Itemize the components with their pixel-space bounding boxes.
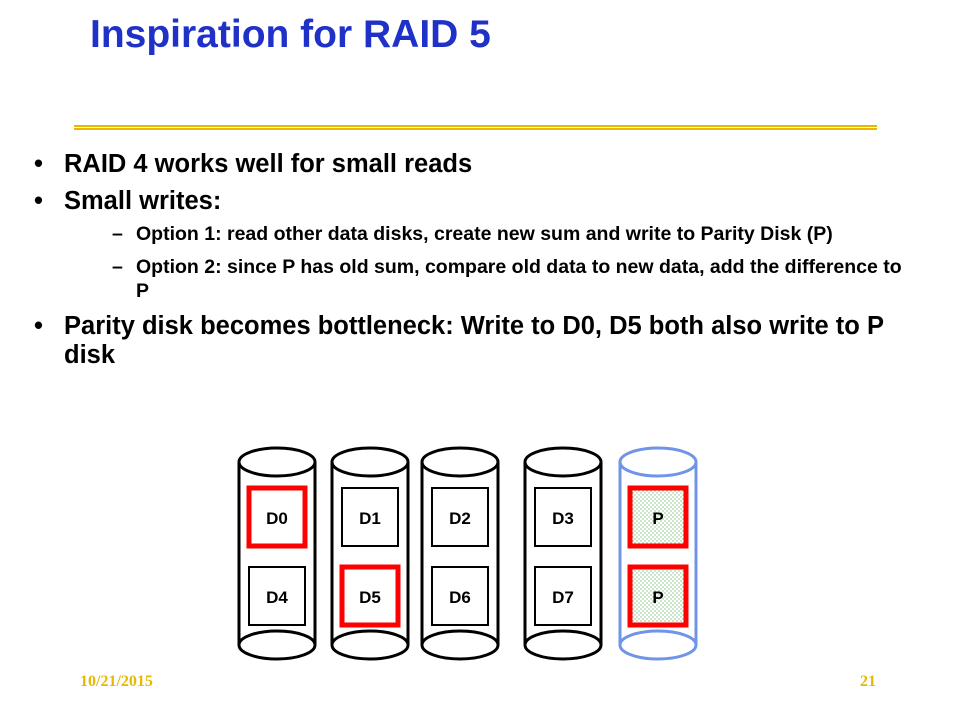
title-divider xyxy=(74,125,877,130)
disk-top xyxy=(420,446,500,478)
bullet-list: • RAID 4 works well for small reads • Sm… xyxy=(34,150,914,378)
bullet-text: Parity disk becomes bottleneck: Write to… xyxy=(64,312,884,369)
disk-bottom xyxy=(420,629,500,661)
disk-top xyxy=(618,446,698,478)
disk-block xyxy=(431,487,489,547)
disk-block xyxy=(431,566,489,626)
bullet-item: • Small writes: – Option 1: read other d… xyxy=(34,187,914,303)
disk-bottom xyxy=(237,629,317,661)
disk-block xyxy=(248,566,306,626)
disk-block-label: D0 xyxy=(266,509,288,528)
disk-block-label: D6 xyxy=(449,588,471,607)
disk-block xyxy=(627,485,689,549)
sub-bullet-text: Option 2: since P has old sum, compare o… xyxy=(136,256,902,302)
bullet-item: • RAID 4 works well for small reads xyxy=(34,150,914,179)
sub-bullet-item: – Option 1: read other data disks, creat… xyxy=(64,222,914,246)
bullet-marker: • xyxy=(34,150,43,178)
page-number: 21 xyxy=(860,673,876,690)
sub-bullet-item: – Option 2: since P has old sum, compare… xyxy=(64,255,914,303)
disk-block xyxy=(627,564,689,628)
disk-block-label: D1 xyxy=(359,509,381,528)
disk-block xyxy=(341,487,399,547)
disk-block-label: D5 xyxy=(359,588,381,607)
disk-block-label: D2 xyxy=(449,509,471,528)
sub-bullet-list: – Option 1: read other data disks, creat… xyxy=(64,222,914,303)
disk-bottom xyxy=(618,629,698,661)
disk-cylinder: PP xyxy=(618,446,698,661)
disk-top xyxy=(237,446,317,478)
sub-bullet-text: Option 1: read other data disks, create … xyxy=(136,223,833,245)
sub-bullet-marker: – xyxy=(112,256,123,278)
disk-block xyxy=(339,564,401,628)
disk-block xyxy=(246,485,308,549)
disk-top xyxy=(330,446,410,478)
disk-block xyxy=(534,487,592,547)
bullet-text: RAID 4 works well for small reads xyxy=(64,150,473,178)
slide-title: Inspiration for RAID 5 xyxy=(90,13,491,56)
disk-block-label: P xyxy=(652,588,663,607)
sub-bullet-marker: – xyxy=(112,223,123,245)
disk-block-label: D3 xyxy=(552,509,574,528)
bullet-marker: • xyxy=(34,187,43,215)
bullet-item: • Parity disk becomes bottleneck: Write … xyxy=(34,312,914,370)
bullet-marker: • xyxy=(34,312,43,340)
disk-block-label: D4 xyxy=(266,588,288,607)
disk-block xyxy=(534,566,592,626)
disk-bottom xyxy=(523,629,603,661)
disk-block-label: D7 xyxy=(552,588,574,607)
disk-block-label: P xyxy=(652,509,663,528)
bullet-text: Small writes: xyxy=(64,187,222,215)
disk-top xyxy=(523,446,603,478)
disk-bottom xyxy=(330,629,410,661)
footer-date: 10/21/2015 xyxy=(80,673,153,690)
